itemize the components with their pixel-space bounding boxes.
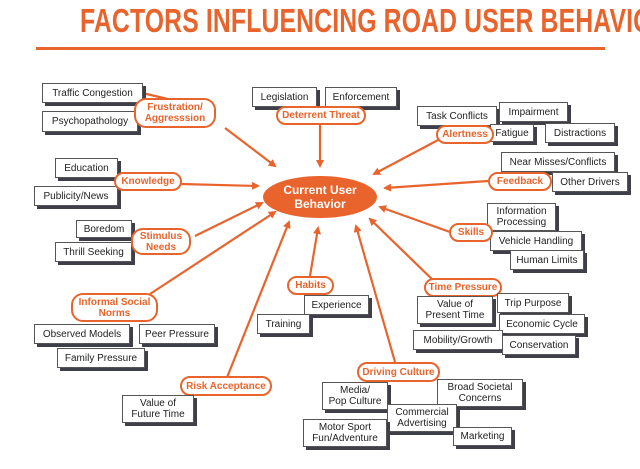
arrow-informal xyxy=(149,210,277,295)
arrow-stimulus xyxy=(194,202,264,237)
box-information-processing: Information Processing xyxy=(487,203,556,231)
box-value-of-future-time: Value of Future Time xyxy=(122,395,194,423)
box-task-conflicts: Task Conflicts xyxy=(417,106,497,126)
box-family-pressure: Family Pressure xyxy=(57,348,145,368)
box-enforcement: Enforcement xyxy=(325,87,397,107)
arrow-time-pressure xyxy=(368,217,438,285)
box-publicity-news: Publicity/News xyxy=(34,186,118,206)
diagram-title: FACTORS INFLUENCING ROAD USER BEHAVIOR xyxy=(80,2,640,39)
box-experience: Experience xyxy=(304,295,369,315)
box-legislation: Legislation xyxy=(252,87,317,107)
arrow-risk xyxy=(224,220,291,381)
box-human-limits: Human Limits xyxy=(510,250,584,270)
center-node-current-user-behavior: Current User Behavior xyxy=(263,176,377,218)
box-value-of-present-time: Value of Present Time xyxy=(417,296,493,324)
factor-feedback: Feedback xyxy=(488,172,552,191)
factor-informal-social-norms: Informal Social Norms xyxy=(71,293,158,322)
arrow-alertness xyxy=(372,138,441,175)
factor-frustration-aggression: Frustration/ Aggresssion xyxy=(134,98,216,128)
box-marketing: Marketing xyxy=(453,427,512,446)
arrow-skills xyxy=(378,205,451,234)
box-trip-purpose: Trip Purpose xyxy=(497,293,569,313)
box-near-misses-conflicts: Near Misses/Conflicts xyxy=(501,152,615,172)
box-mobility-growth: Mobility/Growth xyxy=(413,330,503,350)
box-media-pop-culture: Media/ Pop Culture xyxy=(322,382,388,410)
arrow-driving-culture xyxy=(353,224,397,363)
box-traffic-congestion: Traffic Congestion xyxy=(42,83,143,103)
factor-time-pressure: Time Pressure xyxy=(424,278,502,297)
factor-risk-acceptance: Risk Acceptance xyxy=(180,376,272,396)
factor-skills: Skills xyxy=(449,223,493,242)
arrow-frustration xyxy=(224,127,277,168)
box-economic-cycle: Economic Cycle xyxy=(499,314,585,334)
title-underline xyxy=(36,47,605,50)
box-distractions: Distractions xyxy=(545,123,615,143)
arrow-feedback xyxy=(383,179,489,192)
box-conservation: Conservation xyxy=(502,335,576,355)
box-vehicle-handling: Vehicle Handling xyxy=(490,231,582,251)
box-education: Education xyxy=(55,158,118,178)
box-psychopathology: Psychopathology xyxy=(42,111,138,132)
box-broad-societal-concerns: Broad Societal Concerns xyxy=(437,379,523,407)
box-boredom: Boredom xyxy=(76,220,132,238)
box-impairment: Impairment xyxy=(499,102,568,122)
factor-driving-culture: Driving Culture xyxy=(357,362,440,382)
box-motor-sport-fun-adventure: Motor Sport Fun/Adventure xyxy=(303,419,387,447)
box-thrill-seeking: Thrill Seeking xyxy=(55,242,132,262)
box-peer-pressure: Peer Pressure xyxy=(139,324,215,344)
factor-deterrent-threat: Deterrent Threat xyxy=(276,106,366,125)
box-other-drivers: Other Drivers xyxy=(552,172,628,192)
factor-habits: Habits xyxy=(287,276,334,295)
factor-alertness: Alertness xyxy=(436,125,494,144)
arrow-habits xyxy=(308,226,321,277)
factor-knowledge: Knowledge xyxy=(114,172,182,191)
box-fatigue: Fatigue xyxy=(490,124,534,142)
box-training: Training xyxy=(257,314,310,334)
arrow-knowledge xyxy=(180,181,260,190)
box-observed-models: Observed Models xyxy=(34,324,130,344)
factor-stimulus-needs: Stimulus Needs xyxy=(131,228,191,255)
box-commercial-advertising: Commercial Advertising xyxy=(387,404,457,432)
